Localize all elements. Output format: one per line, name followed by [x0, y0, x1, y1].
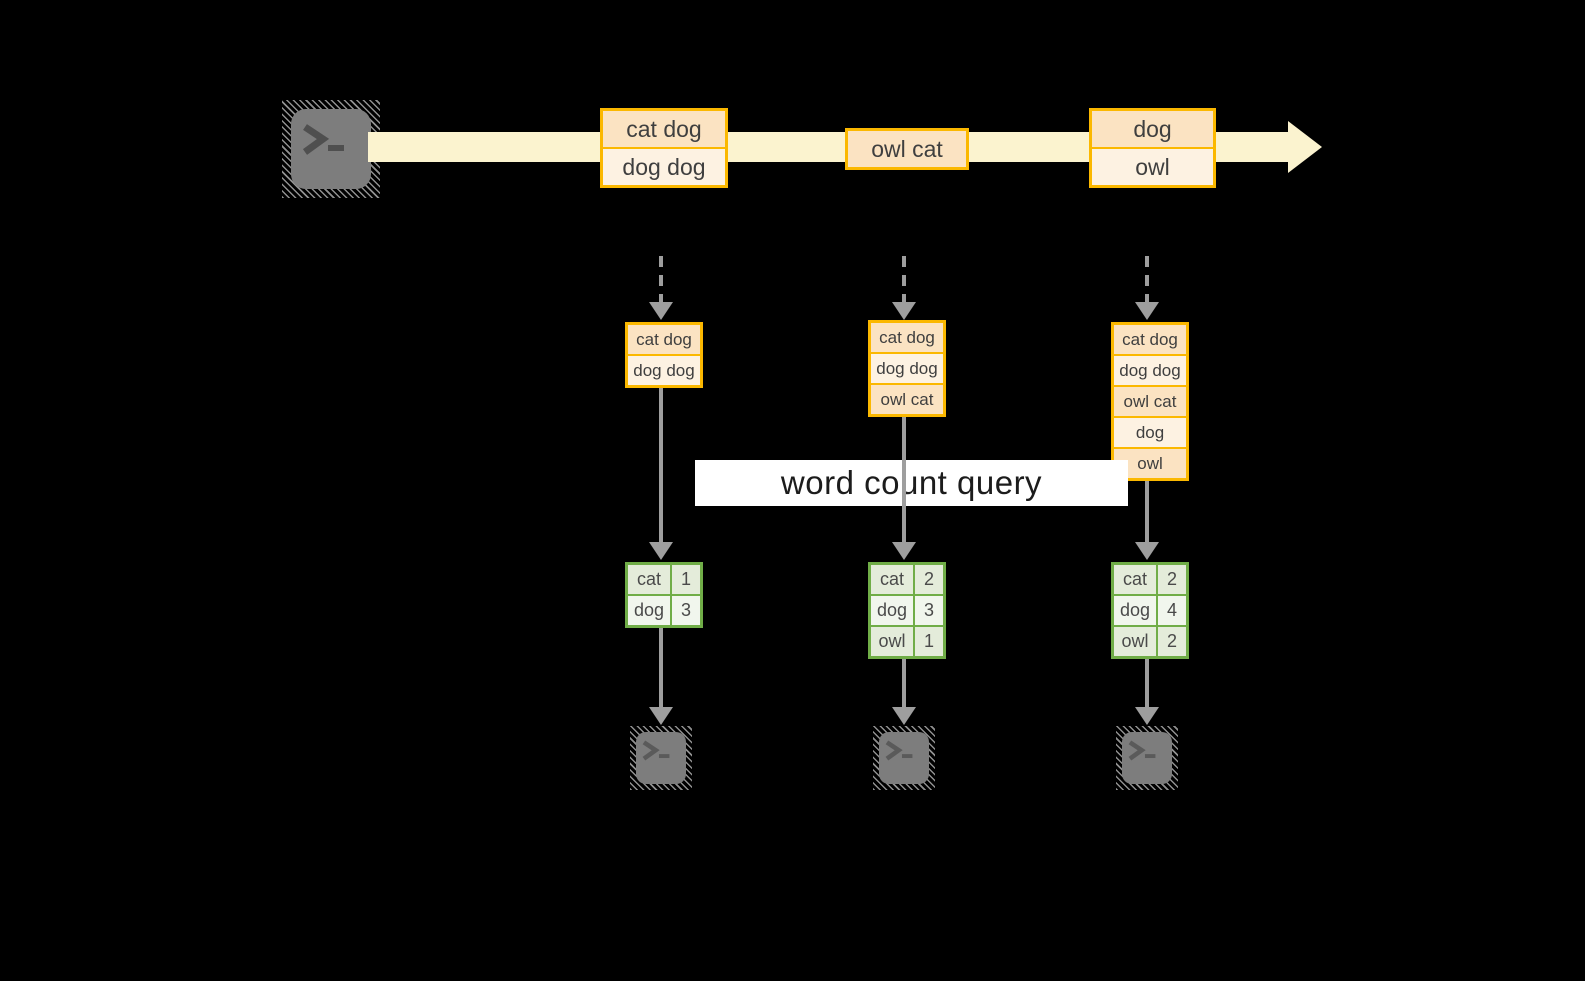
down-arrow-icon [892, 417, 916, 560]
word-cell: dog [871, 596, 913, 625]
word-count-table-2: cat 2 dog 3 owl 1 [868, 562, 946, 659]
record-line: owl cat [848, 131, 966, 167]
record-line: dog dog [603, 149, 725, 185]
word-cell: cat [1114, 565, 1156, 594]
record-line: owl [1092, 149, 1213, 185]
word-count-table-3: cat 2 dog 4 owl 2 [1111, 562, 1189, 659]
word-cell: dog [628, 596, 670, 625]
word-cell: owl [871, 627, 913, 656]
buffer-row: owl cat [871, 385, 943, 414]
word-count-table-1: cat 1 dog 3 [625, 562, 703, 628]
down-arrow-icon [892, 659, 916, 725]
buffer-row: dog dog [1114, 356, 1186, 385]
buffer-row: dog dog [628, 356, 700, 385]
terminal-prompt-icon [642, 740, 670, 761]
word-cell: cat [628, 565, 670, 594]
record-line: cat dog [603, 111, 725, 147]
count-cell: 4 [1158, 596, 1186, 625]
buffer-row: owl cat [1114, 387, 1186, 416]
word-cell: cat [871, 565, 913, 594]
down-arrow-icon [649, 628, 673, 725]
stream-record-2: owl cat [845, 128, 969, 170]
record-buffer-3: cat dog dog dog owl cat dog owl [1111, 322, 1189, 481]
output-terminal-icon-2 [873, 726, 935, 790]
buffer-row: cat dog [628, 325, 700, 354]
count-cell: 1 [672, 565, 700, 594]
terminal-prompt-icon [885, 740, 913, 761]
word-cell: dog [1114, 596, 1156, 625]
terminal-prompt-icon [1128, 740, 1156, 761]
stream-record-3: dog owl [1089, 108, 1216, 188]
count-cell: 1 [915, 627, 943, 656]
buffer-row: dog dog [871, 354, 943, 383]
record-line: dog [1092, 111, 1213, 147]
record-buffer-2: cat dog dog dog owl cat [868, 320, 946, 417]
dashed-down-arrow-icon [649, 256, 673, 320]
record-buffer-1: cat dog dog dog [625, 322, 703, 388]
count-cell: 2 [1158, 565, 1186, 594]
stream-arrowhead-icon [1288, 121, 1322, 173]
query-label: word count query [695, 460, 1128, 506]
source-terminal-icon [282, 100, 380, 198]
word-cell: owl [1114, 627, 1156, 656]
down-arrow-icon [1135, 481, 1159, 560]
count-cell: 2 [1158, 627, 1186, 656]
output-terminal-icon-3 [1116, 726, 1178, 790]
buffer-row: cat dog [1114, 325, 1186, 354]
count-cell: 2 [915, 565, 943, 594]
count-cell: 3 [915, 596, 943, 625]
down-arrow-icon [649, 388, 673, 560]
dashed-down-arrow-icon [892, 256, 916, 320]
count-cell: 3 [672, 596, 700, 625]
output-terminal-icon-1 [630, 726, 692, 790]
buffer-row: cat dog [871, 323, 943, 352]
down-arrow-icon [1135, 659, 1159, 725]
terminal-prompt-icon [302, 124, 344, 155]
dashed-down-arrow-icon [1135, 256, 1159, 320]
stream-record-1: cat dog dog dog [600, 108, 728, 188]
buffer-row: dog [1114, 418, 1186, 447]
